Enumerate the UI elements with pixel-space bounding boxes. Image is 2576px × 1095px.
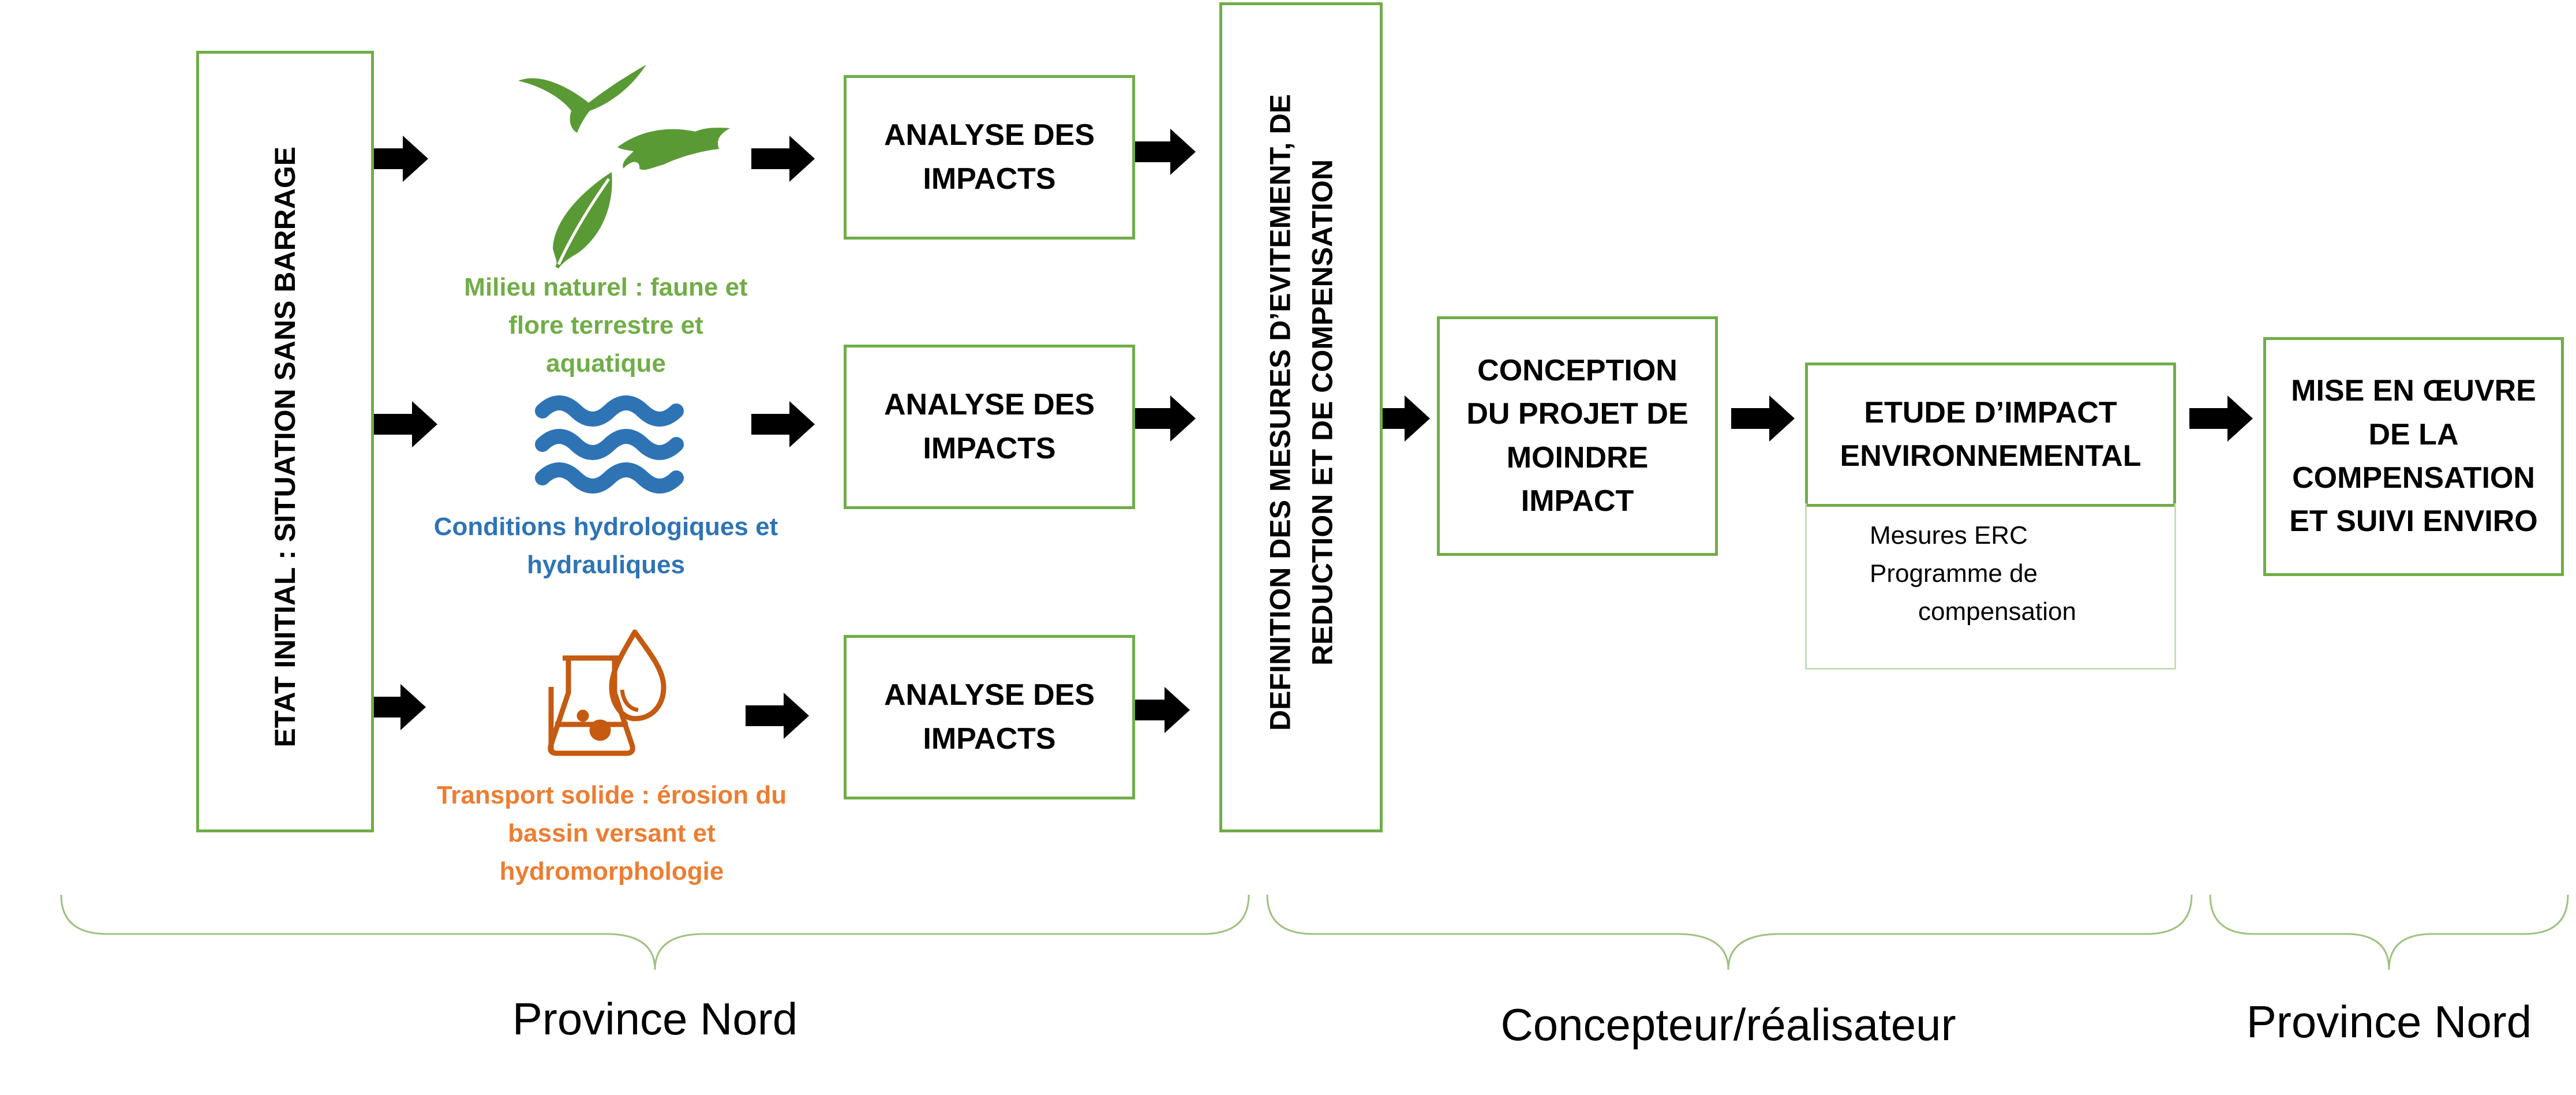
region-label-province-nord: Province Nord [512,993,798,1044]
conception-box: CONCEPTION DU PROJET DE MOINDRE IMPACT [1437,316,1718,556]
region-label-province-nord: Province Nord [2246,996,2532,1047]
arrow-icon [374,401,437,447]
impact-study-box: ETUDE D’IMPACT ENVIRONNEMENTAL [1805,362,2176,507]
bird-fish-leaf-icon [518,65,730,268]
initial-state-label: ETAT INITIAL : SITUATION SANS BARRAGE [268,146,301,748]
implementation-box: MISE EN ŒUVRE DE LA COMPENSATION ET SUIV… [2263,337,2564,576]
theme-hydro-caption: Conditions hydrologiques et hydrauliques [433,513,778,579]
impact-study-notes: Mesures ERC Programme de compensation [1870,521,2076,626]
arrow-icon [1132,129,1196,175]
impact-study-notes-box [1805,503,2176,670]
arrow-icon [746,693,809,739]
region-label-concepteur: Concepteur/réalisateur [1500,999,1956,1050]
arrow-icon [1126,687,1190,733]
definition-box [1219,2,1383,832]
initial-state-box [196,51,374,832]
brace [60,894,2569,970]
arrow-icon [2189,395,2253,442]
water-waves-icon [535,395,684,494]
arrow-icon [1132,395,1196,442]
arrow-icon [751,136,815,182]
arrow-icon [751,401,815,447]
definition-label: DEFINITION DES MESURES D’EVITEMENT, DE R… [1264,94,1339,731]
theme-natural-caption: Milieu naturel : faune et flore terrestr… [464,273,748,378]
flask-drop-icon [548,629,667,756]
arrow-icon [1731,395,1795,442]
arrow-icon [365,136,428,182]
theme-sediment-caption: Transport solide : érosion du bassin ver… [436,781,787,885]
